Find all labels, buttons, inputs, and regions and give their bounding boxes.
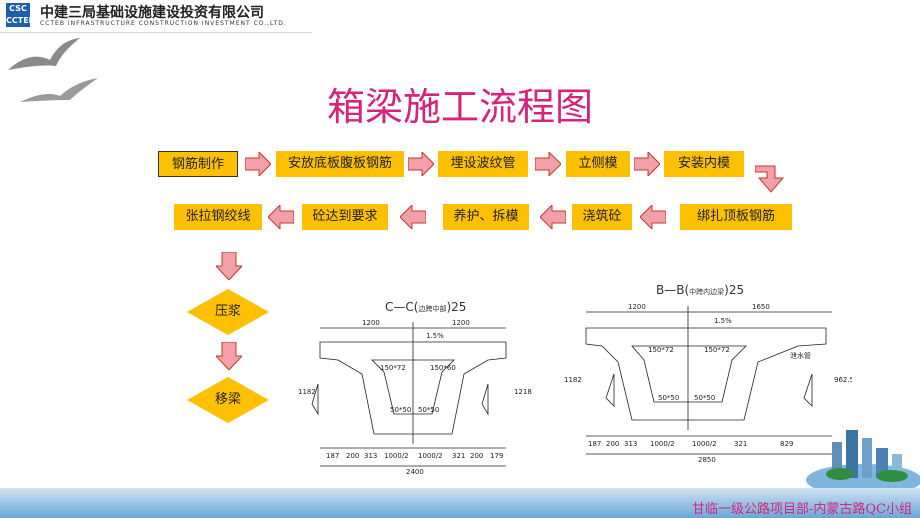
dim-bottom: 187	[326, 452, 339, 460]
arrow-left-icon	[640, 205, 666, 229]
arrow-left-icon	[268, 205, 294, 229]
city-decoration	[806, 430, 920, 496]
height-label: 1182	[564, 376, 582, 384]
flow-step-9: 砼达到要求	[302, 204, 388, 230]
drawing-left-title: C—C(边跨中部)25	[385, 300, 467, 314]
slope-label: 1.5%	[426, 332, 444, 340]
dim-bottom: 1000/2	[650, 440, 675, 448]
flow-step-4: 立侧模	[566, 151, 630, 177]
fillet-label: 50*50	[418, 406, 439, 414]
chamfer-label: 150*72	[704, 346, 730, 354]
company-name-cn: 中建三局基础设施建设投资有限公司	[40, 5, 264, 21]
arrow-right-icon	[245, 152, 271, 176]
flow-step-10: 张拉钢绞线	[174, 204, 262, 230]
flow-step-3: 埋设波纹管	[438, 151, 528, 177]
flow-step-2: 安放底板腹板钢筋	[276, 151, 404, 177]
flow-step-7: 浇筑砼	[572, 204, 632, 230]
page-title: 箱梁施工流程图	[326, 85, 593, 129]
arrow-left-icon	[400, 205, 426, 229]
height-label: 1182	[298, 388, 316, 396]
dim-bottom: 321	[734, 440, 747, 448]
dim-bottom: 1000/2	[384, 452, 409, 460]
chamfer-label: 150*72	[648, 346, 674, 354]
dim-bottom: 313	[624, 440, 637, 448]
flow-step-5: 安装内模	[664, 151, 744, 177]
grouting-label: 压浆	[214, 304, 241, 319]
arrow-down-right-icon	[755, 165, 785, 193]
dim-bottom: 200	[470, 452, 483, 460]
flow-step-move-beam: 移梁	[186, 376, 270, 424]
flow-step-grouting: 压浆	[186, 288, 270, 336]
fillet-label: 50*50	[390, 406, 411, 414]
arrow-down-icon	[216, 252, 242, 280]
dim-bottom: 829	[780, 440, 793, 448]
dim-total: 2400	[406, 468, 424, 474]
arrow-right-icon	[535, 152, 561, 176]
cross-section-right: 1200 1650 1.5% 150*72 150*72 50*50 50*50…	[564, 303, 852, 463]
arrow-down-icon	[216, 342, 242, 370]
flow-step-6: 绑扎顶板钢筋	[680, 204, 792, 230]
dim-top-right: 1200	[452, 319, 470, 327]
dim-bottom: 179	[490, 452, 503, 460]
slope-label: 1.5%	[714, 317, 732, 325]
dim-top-right: 1650	[752, 303, 770, 311]
dim-bottom: 313	[364, 452, 377, 460]
footer-bar	[0, 488, 920, 518]
dim-top-left: 1200	[362, 319, 380, 327]
dim-total: 2850	[698, 456, 716, 463]
flow-step-1: 钢筋制作	[158, 151, 238, 177]
chamfer-label: 150*60	[430, 364, 456, 372]
move-beam-label: 移梁	[214, 392, 241, 407]
height-label: 1218	[514, 388, 532, 396]
cross-section-left: 1200 1200 1.5% 150*72 150*60 50*50 50*50…	[298, 319, 532, 474]
seagulls-decoration	[8, 38, 98, 102]
dim-bottom: 1000/2	[692, 440, 717, 448]
dim-bottom: 1000/2	[418, 452, 443, 460]
arrow-right-icon	[634, 152, 660, 176]
flow-step-8: 养护、拆模	[443, 204, 529, 230]
drain-pipe-label: 泄水管	[790, 351, 811, 360]
dim-bottom: 200	[606, 440, 619, 448]
chamfer-label: 150*72	[380, 364, 406, 372]
arrow-left-icon	[540, 205, 566, 229]
fillet-label: 50*50	[658, 394, 679, 402]
footer-text: 甘临一级公路项目部-内蒙古路QC小组	[692, 502, 912, 517]
fillet-label: 50*50	[694, 394, 715, 402]
dim-bottom: 200	[346, 452, 359, 460]
company-name-en: CCTEB INFRASTRUCTURE CONSTRUCTION INVEST…	[40, 20, 287, 27]
arrow-right-icon	[408, 152, 434, 176]
drawing-right-title: B—B(中跨内边梁)25	[656, 283, 745, 297]
height-label: 962.5	[834, 376, 852, 384]
dim-bottom: 187	[588, 440, 601, 448]
dim-top-left: 1200	[628, 303, 646, 311]
dim-bottom: 321	[452, 452, 465, 460]
